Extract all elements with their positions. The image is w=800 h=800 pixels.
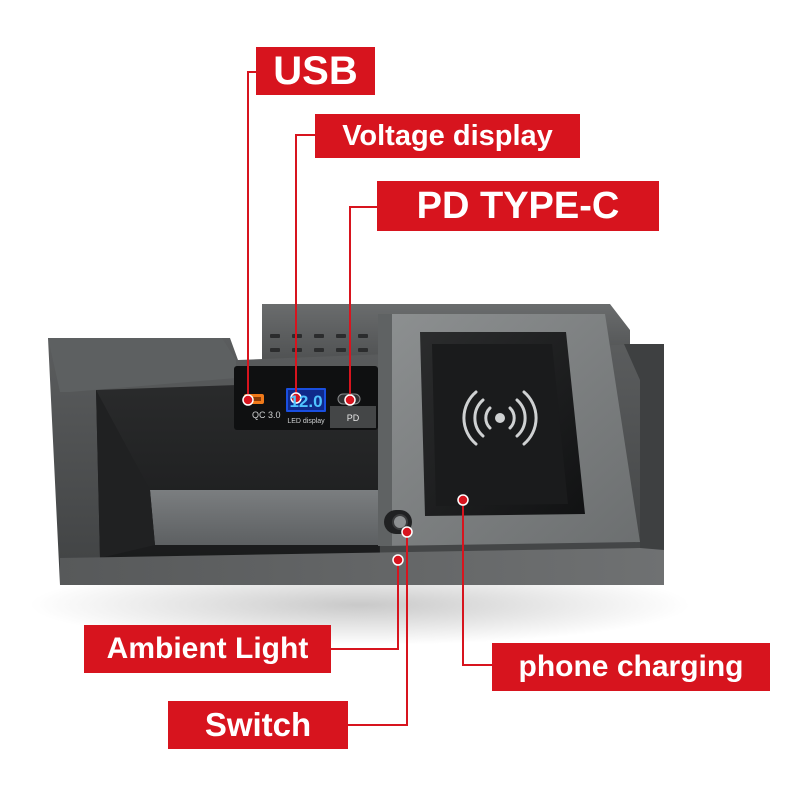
pd-label: PD	[347, 413, 360, 423]
bin-floor	[150, 490, 378, 545]
pd-type-c-callout: PD TYPE-C	[377, 181, 659, 231]
leader-dots	[242, 392, 469, 566]
leader-lines	[247, 71, 492, 726]
front-lip	[60, 548, 664, 585]
phone-charging-callout: phone charging	[492, 643, 770, 691]
ambient-light-callout: Ambient Light	[84, 625, 331, 673]
pad-inner	[432, 344, 568, 506]
left-ledge	[48, 338, 236, 392]
right-wall	[624, 344, 664, 585]
led-value: 12.0	[289, 392, 322, 411]
voltage-display-callout: Voltage display	[315, 114, 580, 158]
qc-label: QC 3.0	[252, 410, 281, 420]
led-label: LED display	[287, 418, 325, 425]
tray-edge	[378, 314, 392, 546]
wireless-charging-icon	[462, 390, 538, 446]
usb-callout: USB	[256, 47, 375, 95]
switch-callout: Switch	[168, 701, 348, 749]
bin-left-wall	[96, 390, 155, 558]
